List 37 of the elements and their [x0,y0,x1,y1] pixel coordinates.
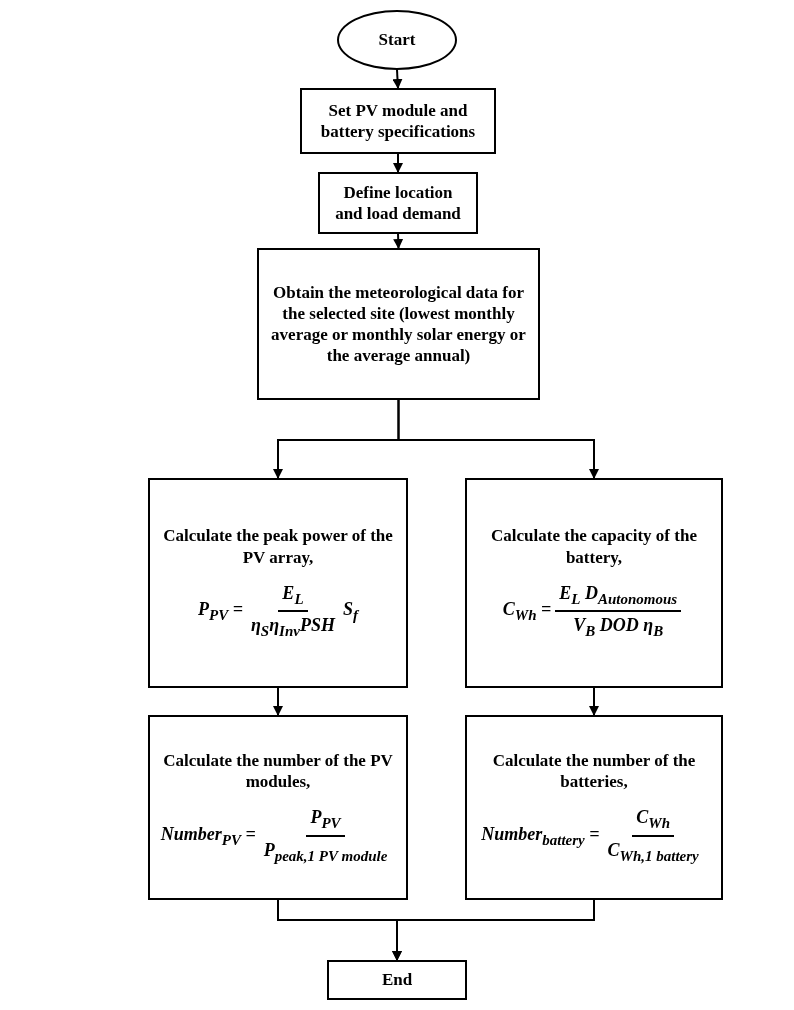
formula-numerator: E$_{L}$ [278,581,308,613]
formula-text: C$_{Wh}$ = [502,598,552,625]
formula-text: S$_{f}$ [342,598,358,625]
step-text: Calculate the number of the PV modules, [162,749,394,793]
arrow [392,69,403,89]
formula-denominator: C$_{Wh,1 battery}$ [606,838,700,866]
arrow [273,687,283,716]
end-box [327,960,467,1000]
formula-text: Number$_{PV}$ = [160,822,256,849]
process-box [257,248,540,400]
formula-denominator: V$_{B}$ DOD η$_{B}$ [572,614,665,641]
formula-denominator: η$_{S}$η$_{Inv}$PSH [249,614,337,641]
arrow [397,399,599,479]
arrow [393,153,403,173]
formula-denominator: P$_{peak,1 PV module}$ [262,838,389,866]
terminal-text: End [381,969,413,991]
arrow [589,687,599,716]
arrow [392,899,595,961]
formula-numerator: C$_{Wh}$ [632,806,674,837]
step-text: Calculate the number of the batteries, [491,749,697,793]
formula-numerator: P$_{PV}$ [306,806,345,837]
formula-text: P$_{PV}$ = [198,598,243,625]
process-box [148,478,408,688]
formula-numerator: E$_{L}$ D$_{Autonomous}$ [555,581,682,613]
step-text: Define location and load demand [334,181,462,225]
formula-text: Number$_{battery}$ = [481,822,600,849]
process-box [465,715,723,900]
process-box [300,88,496,154]
step-text: Obtain the meteorological data for the selected site (lowest monthly average or monthly solar energy or the average annual) [270,281,527,367]
step-text: Set PV module and battery specifications [319,99,477,143]
process-box [318,172,478,234]
process-box [465,478,723,688]
process-box [148,715,408,900]
terminal-text: Start [378,29,416,51]
step-text: Calculate the peak power of the PV array, [162,525,394,568]
arrow [393,233,404,249]
step-text: Calculate the capacity of the battery, [490,525,698,568]
